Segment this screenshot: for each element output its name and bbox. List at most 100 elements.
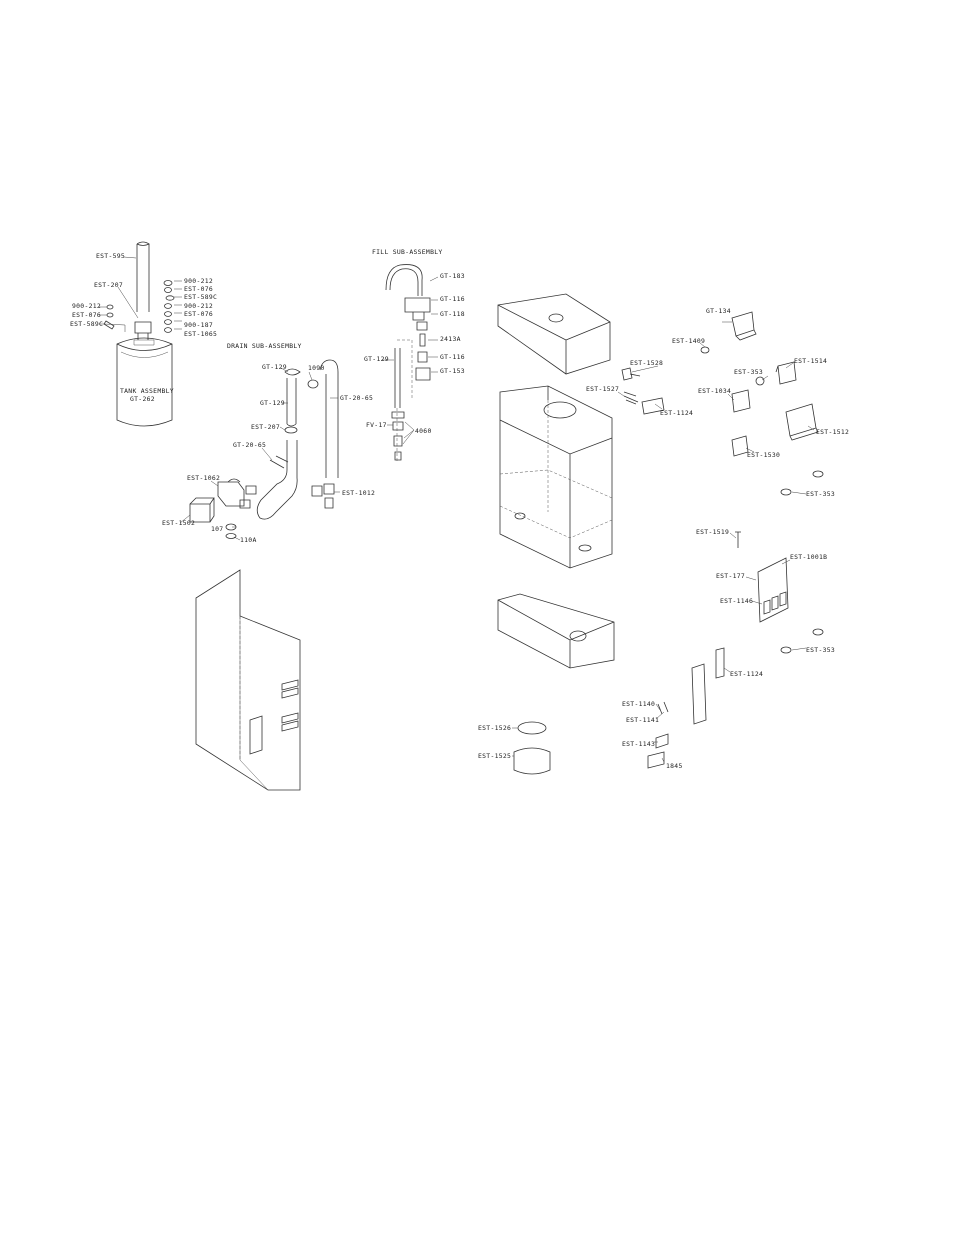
label-gt-134: GT-134 xyxy=(706,307,731,315)
label-est-076-a: EST-076 xyxy=(184,285,213,293)
est-353-grommet-e xyxy=(780,646,792,654)
est-1514-transformer xyxy=(775,361,797,385)
label-4060: 4060 xyxy=(415,427,432,435)
label-est-1143: EST-1143 xyxy=(622,740,655,748)
label-est-1062: EST-1062 xyxy=(187,474,220,482)
est-1527-thermistor xyxy=(623,391,639,405)
label-gt-129-b: GT-129 xyxy=(262,363,287,371)
label-gt-116-a: GT-116 xyxy=(440,295,465,303)
label-1090: 1090 xyxy=(308,364,325,372)
fill-dashed-guides xyxy=(396,339,413,462)
fill-valve-fittings xyxy=(415,321,431,381)
front-cover-panel xyxy=(195,569,301,791)
tank-assembly-group xyxy=(99,241,182,427)
chassis-base-tray xyxy=(497,593,615,669)
label-900-187: 900-187 xyxy=(184,321,213,329)
label-gt-129-c: GT-129 xyxy=(260,399,285,407)
label-900-212-a: 900-212 xyxy=(184,277,213,285)
label-est-1124-b: EST-1124 xyxy=(730,670,763,678)
fitting-stack-left xyxy=(103,304,115,330)
label-est-1526: EST-1526 xyxy=(478,724,511,732)
est-1140-screw xyxy=(657,701,669,715)
est-595-pipe xyxy=(136,241,150,312)
label-est-589c-a: EST-589C xyxy=(184,293,217,301)
fill-sub-assembly-title: FILL SUB-ASSEMBLY xyxy=(372,248,443,256)
fill-leaders xyxy=(382,276,439,445)
drain-upper-tube xyxy=(286,378,297,427)
tank-assembly-title: TANK ASSEMBLY xyxy=(120,387,174,395)
gt-20-65-hose-vertical xyxy=(319,359,339,478)
est-1034-relay xyxy=(731,389,751,413)
label-gt-20-65-a: GT-20-65 xyxy=(340,394,373,402)
chassis-top-cover xyxy=(497,293,611,375)
est-1124-terminal-block-a xyxy=(641,397,665,415)
label-est-1146: EST-1146 xyxy=(720,597,753,605)
tank-assembly-number: GT-262 xyxy=(130,395,155,403)
est-207-washer xyxy=(284,426,298,434)
labels: FILL SUB-ASSEMBLY DRAIN SUB-ASSEMBLY TAN… xyxy=(70,248,849,770)
fill-valve-body xyxy=(404,297,431,321)
label-900-212-c: 900-212 xyxy=(72,302,101,310)
label-107: 107 xyxy=(211,525,223,533)
label-est-1527: EST-1527 xyxy=(586,385,619,393)
drain-sub-assembly-title: DRAIN SUB-ASSEMBLY xyxy=(227,342,302,350)
label-est-207-b: EST-207 xyxy=(251,423,280,431)
tank-leaders xyxy=(99,256,182,332)
est-1143-switch xyxy=(655,733,669,749)
label-est-1141: EST-1141 xyxy=(626,716,659,724)
drain-leaders xyxy=(179,367,340,541)
label-est-1012: EST-1012 xyxy=(342,489,375,497)
label-gt-20-65-b: GT-20-65 xyxy=(233,441,266,449)
est-353-grommet-c xyxy=(780,488,792,496)
panel-vent-slot-1 xyxy=(281,679,299,699)
gt-20-65-hose-horizontal xyxy=(269,455,289,469)
est-1526-gear xyxy=(517,721,547,735)
gt-183-hose xyxy=(385,264,423,296)
label-est-207-a: EST-207 xyxy=(94,281,123,289)
label-est-1514: EST-1514 xyxy=(794,357,827,365)
gt-129-tube xyxy=(394,348,401,408)
label-est-1065: EST-1065 xyxy=(184,330,217,338)
chassis-frame xyxy=(499,385,613,569)
est-1530-terminal-block xyxy=(731,435,749,457)
label-est-076-b: EST-076 xyxy=(184,310,213,318)
label-est-1525: EST-1525 xyxy=(478,752,511,760)
label-est-177: EST-177 xyxy=(716,572,745,580)
label-gt-116-b: GT-116 xyxy=(440,353,465,361)
est-1409-grommet xyxy=(700,346,710,354)
est-353-grommet-d xyxy=(812,628,824,636)
est-1062-drain-valve xyxy=(217,478,245,507)
est-353-grommet-b xyxy=(812,470,824,478)
drain-elbow-fittings xyxy=(311,483,335,509)
label-gt-129-a: GT-129 xyxy=(364,355,389,363)
label-est-353-a: EST-353 xyxy=(734,368,763,376)
label-est-589c-b: EST-589C xyxy=(70,320,103,328)
gt-134-contactor xyxy=(731,311,757,341)
label-est-353-b: EST-353 xyxy=(806,490,835,498)
mounting-bracket xyxy=(691,663,707,725)
panel-access-window xyxy=(249,715,263,755)
label-est-1530: EST-1530 xyxy=(747,451,780,459)
label-1845: 1845 xyxy=(666,762,683,770)
1090-fitting xyxy=(307,379,319,389)
est-1528-sensor xyxy=(621,367,641,381)
label-110a: 110A xyxy=(240,536,257,544)
label-est-1001b: EST-1001B xyxy=(790,553,827,561)
electrical-leaders xyxy=(512,321,815,763)
label-est-076-c: EST-076 xyxy=(72,311,101,319)
electrical-parts xyxy=(512,311,824,775)
drain-valve-fittings xyxy=(239,485,257,509)
110a-washer xyxy=(225,533,237,539)
est-1525-motor xyxy=(513,747,551,775)
label-est-1034: EST-1034 xyxy=(698,387,731,395)
label-gt-183: GT-183 xyxy=(440,272,465,280)
panel-vent-slot-2 xyxy=(281,712,299,732)
label-gt-118: GT-118 xyxy=(440,310,465,318)
label-est-1519: EST-1519 xyxy=(696,528,729,536)
est-1124-terminal-block-b xyxy=(715,647,725,679)
tank-lid-ring xyxy=(120,339,169,358)
label-gt-153: GT-153 xyxy=(440,367,465,375)
label-900-212-b: 900-212 xyxy=(184,302,213,310)
board-relays xyxy=(763,591,787,615)
